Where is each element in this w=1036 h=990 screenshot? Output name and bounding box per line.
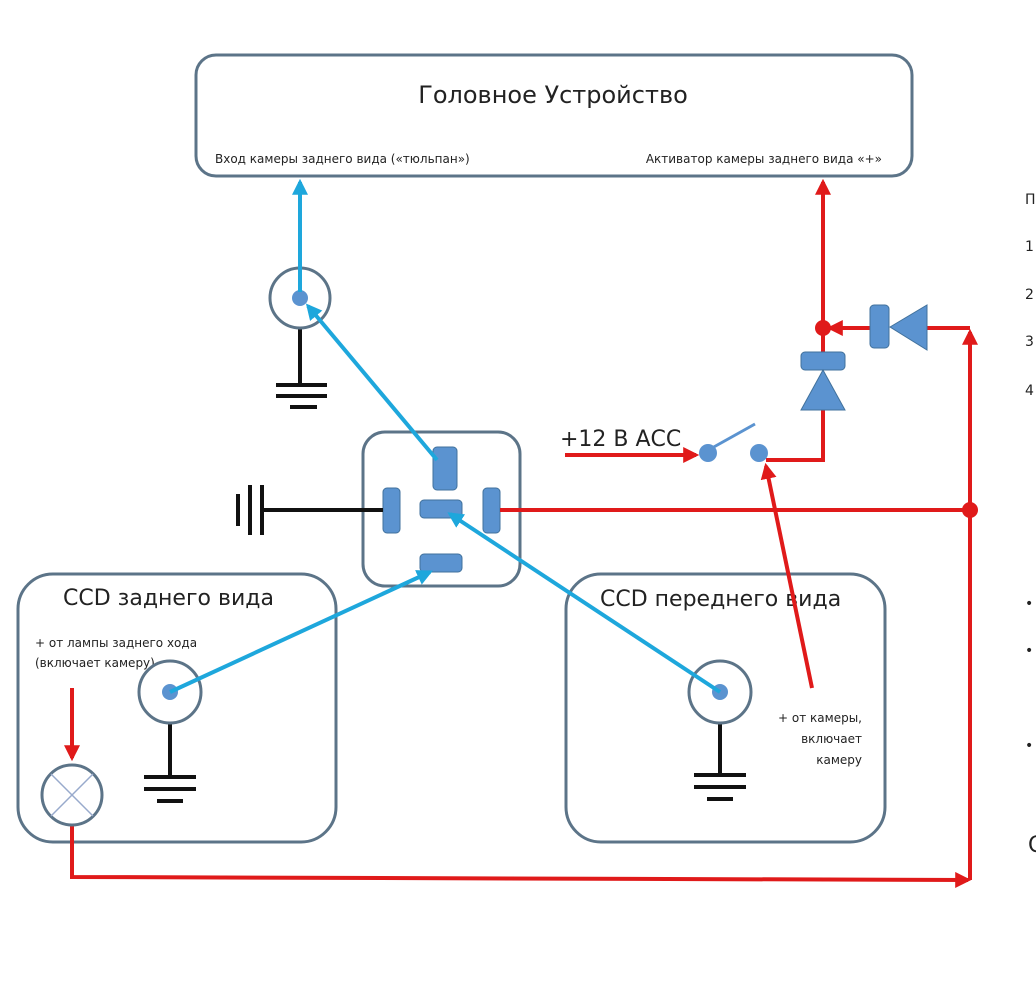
relay-pin (482, 487, 501, 534)
head-unit: Головное Устройство Вход камеры заднего … (194, 53, 914, 178)
relay-pin (382, 487, 401, 534)
junction-dot (815, 320, 831, 336)
ground-wires (144, 328, 746, 803)
relay-pin (419, 499, 463, 519)
relay-pin (432, 446, 458, 491)
relay (361, 430, 522, 588)
head-unit-title: Головное Устройство (418, 81, 688, 109)
svg-text:4: 4 (1025, 383, 1034, 399)
svg-text:•: • (1025, 738, 1033, 754)
svg-text:•: • (1025, 643, 1033, 659)
front-camera-note: включает (801, 732, 862, 746)
rear-camera-note: + от лампы заднего хода (35, 636, 197, 650)
camera-activator-label: Активатор камеры заднего вида «+» (646, 152, 882, 166)
diode-icon (800, 351, 846, 411)
acc-power-label: +12 В АСС (560, 427, 681, 452)
side-text: П 1 2 3 4 • • • С (1025, 192, 1036, 858)
svg-text:2: 2 (1025, 287, 1034, 303)
camera-input-label: Вход камеры заднего вида («тюльпан») (215, 152, 470, 166)
front-camera-note: + от камеры, (778, 711, 862, 725)
svg-text:П: П (1025, 192, 1036, 208)
video-wires (169, 178, 722, 694)
power-wires (64, 178, 978, 888)
lamp-icon (40, 763, 104, 827)
switch (699, 422, 768, 462)
svg-text:•: • (1025, 596, 1033, 612)
svg-text:3: 3 (1025, 334, 1034, 350)
rear-camera-note: (включает камеру) (35, 656, 155, 670)
relay-pin (419, 553, 463, 573)
front-camera-title: CCD переднего вида (600, 587, 841, 612)
junction-dot (962, 502, 978, 518)
front-camera-note: камеру (816, 753, 862, 767)
svg-text:1: 1 (1025, 239, 1034, 255)
svg-text:С: С (1028, 833, 1036, 858)
rear-camera-title: CCD заднего вида (63, 586, 274, 611)
diode-icon (869, 304, 928, 351)
